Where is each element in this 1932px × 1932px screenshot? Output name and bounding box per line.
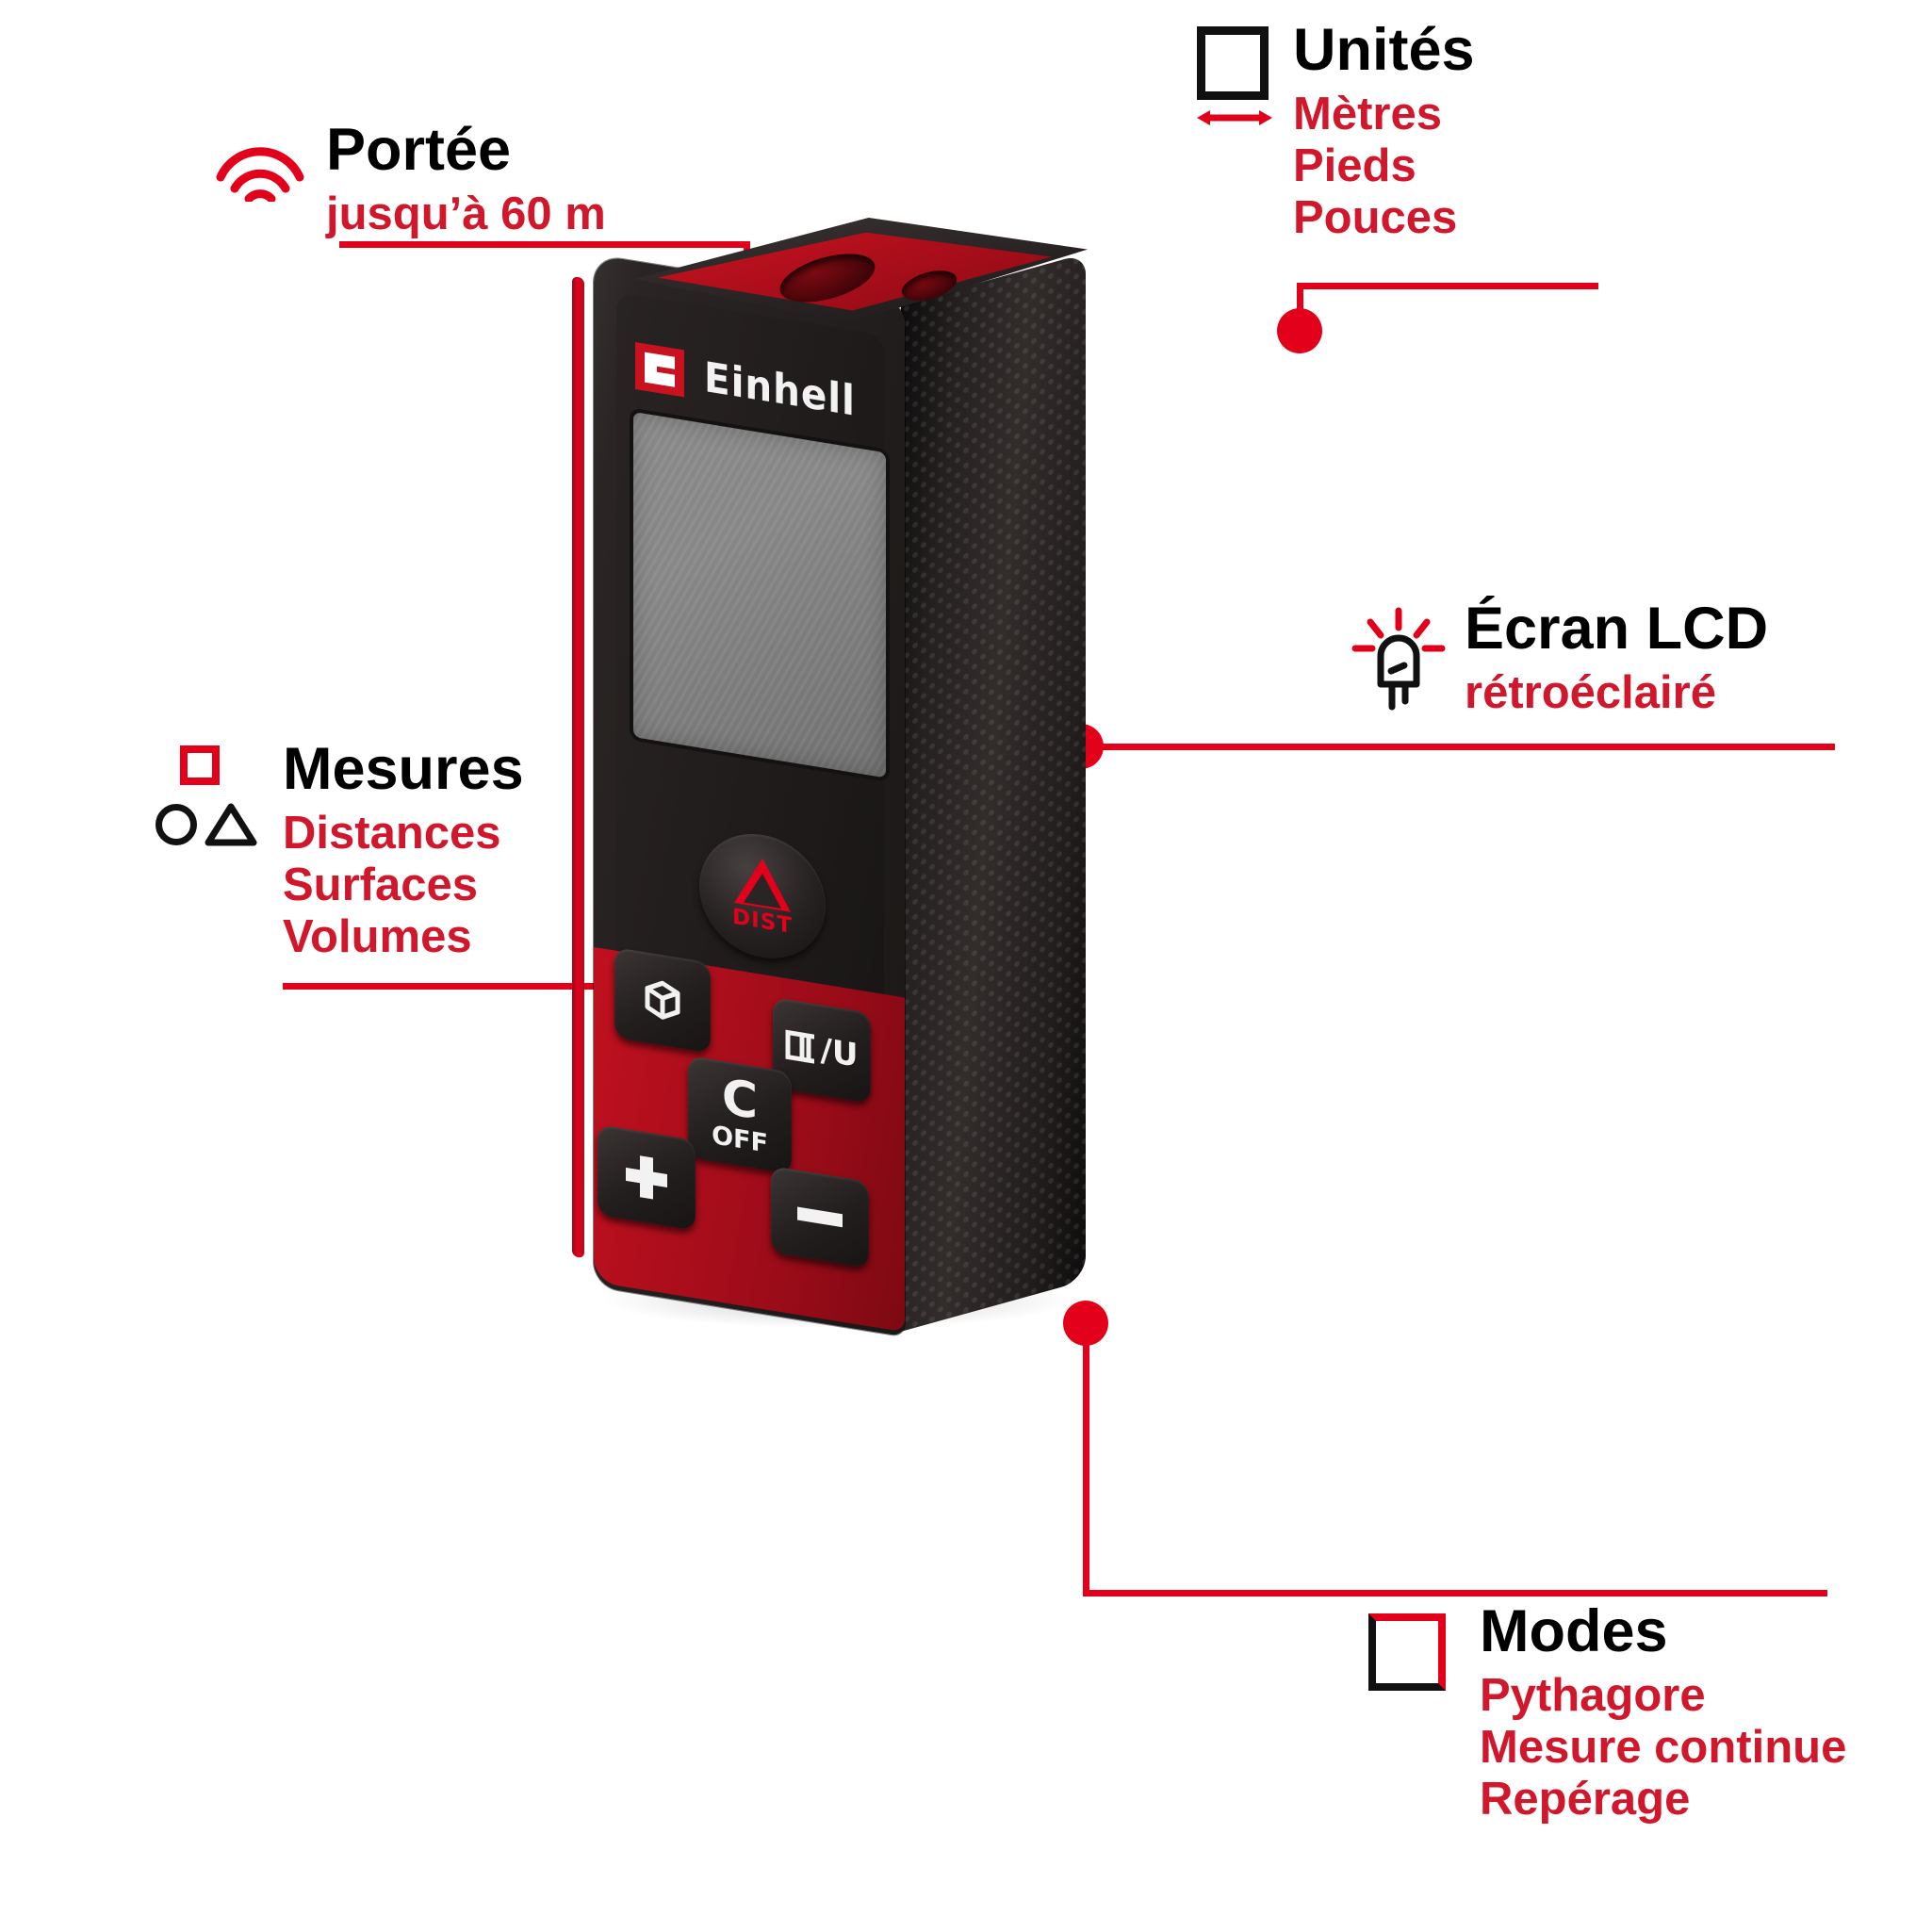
signal-arcs-icon xyxy=(213,139,307,204)
callout-mesures-title: Mesures xyxy=(283,736,524,802)
laser-distance-measurer-device: Einhell DIST xyxy=(556,203,1088,1337)
reference-mode-icon: /U xyxy=(785,1028,859,1075)
minus-icon xyxy=(797,1206,843,1228)
dist-button[interactable]: DIST xyxy=(699,825,826,968)
mode-button[interactable]: /U xyxy=(773,997,871,1104)
cube-icon xyxy=(644,977,681,1023)
callout-portee-list: jusqu’à 60 m xyxy=(326,188,606,240)
leader-line-portee-horizontal xyxy=(339,241,749,248)
callout-mesures-item: Volumes xyxy=(283,910,472,962)
callout-modes-list: Pythagore Mesure continue Repérage xyxy=(1480,1670,1846,1826)
callout-modes-item: Repérage xyxy=(1480,1773,1691,1825)
device-top-cap xyxy=(590,218,1088,323)
device-side-grip xyxy=(901,253,1086,1332)
circle-icon xyxy=(156,804,197,845)
device-red-rail xyxy=(572,276,584,1259)
mode-button-label: /U xyxy=(820,1031,859,1075)
plus-button[interactable] xyxy=(598,1124,696,1231)
laser-warning-triangle-icon xyxy=(734,853,791,912)
plus-icon xyxy=(626,1154,667,1202)
callout-ecran-lcd-list: rétroéclairé xyxy=(1465,667,1768,719)
callout-ecran-lcd-item: rétroéclairé xyxy=(1465,667,1716,718)
off-button-sublabel: OFF xyxy=(712,1120,768,1159)
leader-line-unites-vertical xyxy=(1297,283,1303,332)
volume-button[interactable] xyxy=(614,947,711,1054)
callout-mesures-item: Distances xyxy=(283,808,501,859)
clear-off-button[interactable]: C OFF xyxy=(688,1056,792,1174)
clear-button-label: C xyxy=(721,1069,759,1132)
callout-mesures-item: Surfaces xyxy=(283,859,479,910)
callout-portee-item: jusqu’à 60 m xyxy=(326,188,606,239)
dimension-square-arrow-icon xyxy=(1197,26,1274,130)
leader-line-ecran-horizontal xyxy=(1081,744,1835,750)
triangle-icon xyxy=(205,803,257,846)
leader-line-modes-horizontal xyxy=(1083,1590,1827,1596)
callout-unites-item: Mètres xyxy=(1293,89,1442,139)
callout-ecran-lcd-title: Écran LCD xyxy=(1465,596,1769,662)
mode-square-icon xyxy=(1365,1610,1455,1700)
callout-mesures-list: Distances Surfaces Volumes xyxy=(283,808,524,963)
shapes-square-circle-triangle-icon xyxy=(156,745,269,859)
lcd-screen xyxy=(633,412,886,778)
laser-burst-icon xyxy=(754,880,771,898)
square-icon xyxy=(180,745,220,785)
leader-line-modes-vertical xyxy=(1083,1323,1089,1596)
callout-unites-title: Unités xyxy=(1293,17,1475,83)
callout-modes-title: Modes xyxy=(1480,1598,1668,1664)
callout-unites-list: Mètres Pieds Pouces xyxy=(1293,89,1475,244)
callout-unites-item: Pouces xyxy=(1293,191,1458,243)
callout-modes-item: Pythagore xyxy=(1480,1670,1706,1721)
lcd-screen-sheen xyxy=(633,412,886,778)
callout-modes-item: Mesure continue xyxy=(1480,1721,1847,1773)
einhell-e-mark-icon xyxy=(635,342,684,398)
callout-portee-title: Portée xyxy=(326,117,512,183)
backlight-led-icon xyxy=(1350,607,1448,711)
callout-unites-item: Pieds xyxy=(1293,139,1416,191)
leader-line-unites-horizontal xyxy=(1297,283,1598,289)
minus-button[interactable] xyxy=(771,1166,869,1269)
